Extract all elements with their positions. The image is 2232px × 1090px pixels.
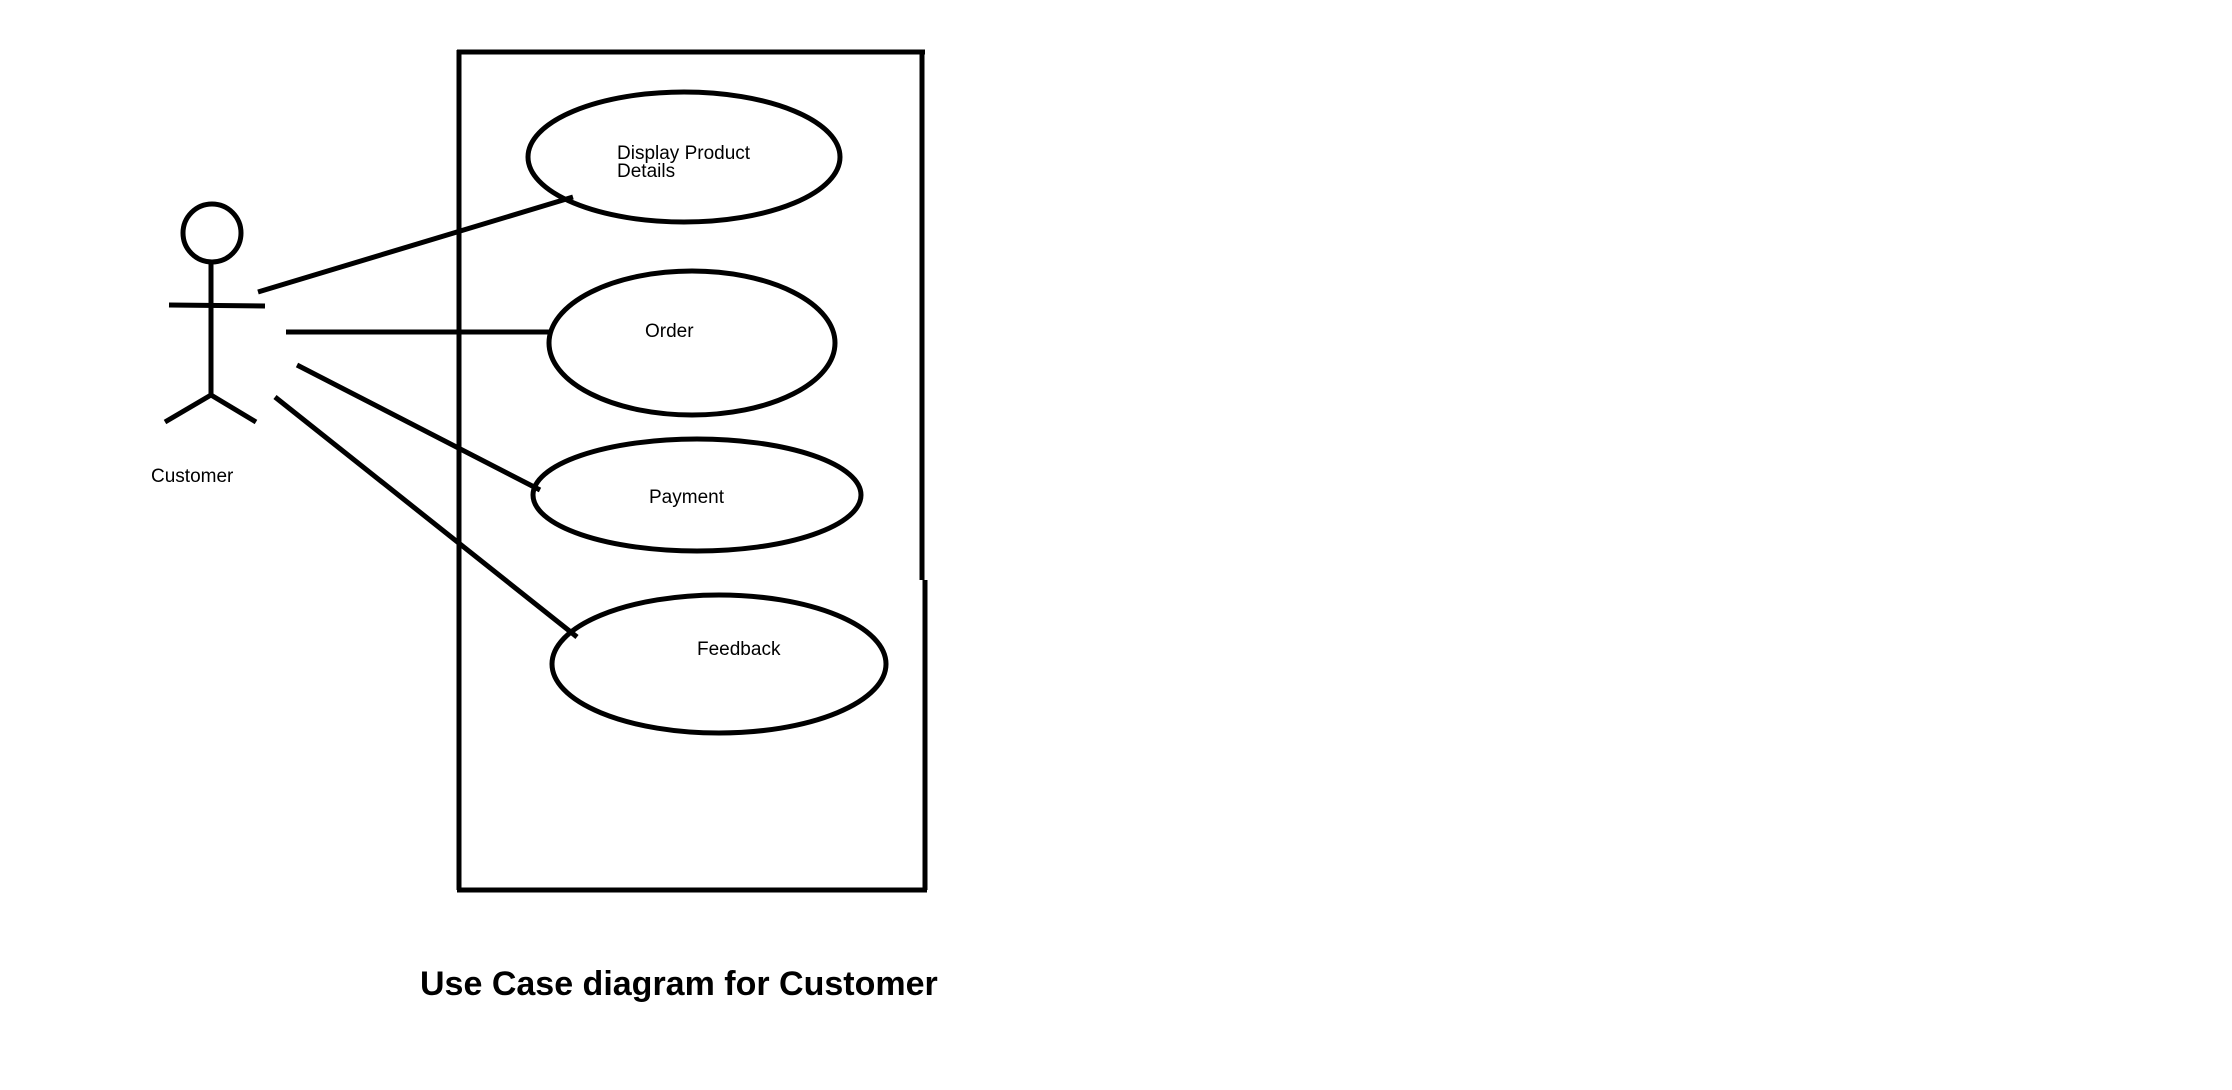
system-boundary (456, 49, 928, 893)
associations (257, 194, 579, 639)
use-case-order: Order (546, 268, 838, 418)
actor-label: Customer (151, 466, 234, 487)
use-case-payment-ellipse (530, 436, 864, 554)
use-case-display-ellipse (525, 89, 843, 225)
use-case-payment-label: Payment (649, 487, 725, 508)
actor-head (180, 201, 244, 265)
association-feedback (273, 395, 579, 639)
diagram-caption: Use Case diagram for Customer (420, 965, 938, 1003)
actor-customer: Customer (151, 201, 266, 487)
use-case-order-ellipse (546, 268, 838, 418)
use-case-display-label: Display Product Details (617, 143, 755, 182)
use-case-feedback: Feedback (549, 592, 889, 736)
use-case-payment: Payment (530, 436, 864, 554)
use-case-feedback-ellipse (549, 592, 889, 736)
association-display (257, 194, 574, 295)
actor-right-leg (209, 392, 258, 425)
use-case-order-label: Order (645, 321, 694, 342)
use-case-display-label-line-1: Display Product (617, 143, 751, 164)
use-case-display-product-details: Display Product Details (525, 89, 843, 225)
actor-arms (168, 302, 266, 309)
use-case-display-label-line-2: Details (617, 161, 675, 182)
association-payment (295, 362, 542, 493)
actor-left-leg (163, 392, 213, 425)
use-case-feedback-label: Feedback (697, 639, 781, 660)
